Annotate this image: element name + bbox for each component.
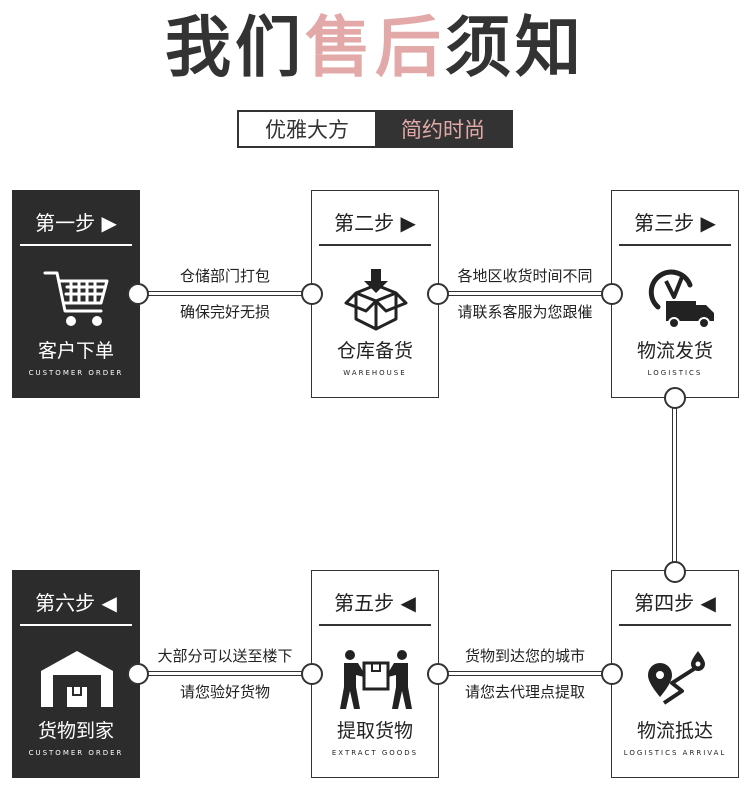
connector-4-top: 大部分可以送至楼下 — [157, 647, 293, 665]
connector-1-bottom: 确保完好无损 — [179, 303, 270, 321]
step-5-english: EXTRACT GOODS — [331, 749, 419, 757]
subtitle-banner: 优雅大方 简约时尚 — [237, 110, 513, 148]
connector-1-top: 仓储部门打包 — [179, 267, 270, 285]
step-1-box: 第一步 ▶ 客户下单 CUSTOMER ORDER — [12, 190, 140, 398]
step-3-label: 第三步 ▶ — [634, 211, 716, 235]
step-3-english: LOGISTICS — [647, 369, 703, 377]
step-5-name: 提取货物 — [336, 720, 413, 742]
connector-circle — [601, 283, 623, 305]
connector-circle — [427, 663, 449, 685]
step-2-label: 第二步 ▶ — [334, 211, 416, 235]
step-5-box: 第五步 ◀ 提取货物 EXTRACT GOODS — [311, 570, 439, 778]
step-3-box: 第三步 ▶ 物流发货 LOGISTICS — [611, 190, 739, 398]
subtitle-left: 优雅大方 — [239, 112, 375, 146]
title-part-1: 我们 — [165, 9, 305, 86]
step-3-divider — [619, 244, 731, 246]
connector-circle — [664, 387, 686, 409]
step-2-box: 第二步 ▶ 仓库备货 WAREHOUSE — [311, 190, 439, 398]
step-3-name: 物流发货 — [636, 340, 713, 362]
package-icon — [344, 269, 408, 331]
connector-circle — [127, 283, 149, 305]
garage-home-icon — [41, 651, 113, 707]
step-4-box: 第四步 ◀ 物流抵达 LOGISTICS ARRIVAL — [611, 570, 739, 778]
step-6-divider — [20, 624, 132, 626]
step-4-name: 物流抵达 — [636, 720, 713, 742]
connector-line-1 — [138, 291, 312, 296]
connector-line-2 — [438, 291, 612, 296]
connector-circle — [301, 663, 323, 685]
step-6-name: 货物到家 — [37, 720, 114, 742]
connector-circle — [601, 663, 623, 685]
step-6-label: 第六步 ◀ — [35, 591, 117, 615]
shopping-cart-icon — [43, 271, 109, 326]
connector-4-bottom: 请您验好货物 — [179, 683, 270, 701]
title-part-2: 售后 — [305, 9, 445, 86]
connector-line-vertical — [672, 398, 677, 572]
connector-2-top: 各地区收货时间不同 — [457, 267, 593, 285]
connector-line-3 — [438, 671, 612, 676]
step-5-label: 第五步 ◀ — [334, 591, 416, 615]
connector-circle — [427, 283, 449, 305]
step-4-divider — [619, 624, 731, 626]
step-1-label: 第一步 ▶ — [35, 211, 117, 235]
step-1-name: 客户下单 — [37, 340, 114, 362]
people-carrying-box-icon — [340, 650, 412, 709]
delivery-truck-icon — [648, 269, 714, 329]
connector-2-bottom: 请联系客服为您跟催 — [457, 303, 593, 321]
step-4-label: 第四步 ◀ — [634, 591, 716, 615]
page-title: 我们售后须知 — [0, 8, 750, 88]
step-2-name: 仓库备货 — [336, 340, 413, 362]
subtitle-right: 简约时尚 — [375, 112, 511, 146]
step-4-english: LOGISTICS ARRIVAL — [623, 749, 727, 757]
connector-3-bottom: 请您去代理点提取 — [464, 683, 585, 701]
connector-circle — [301, 283, 323, 305]
connector-line-4 — [138, 671, 312, 676]
step-1-english: CUSTOMER ORDER — [28, 369, 124, 377]
step-6-english: CUSTOMER ORDER — [28, 749, 124, 757]
location-pin-icon — [648, 651, 705, 705]
step-5-divider — [319, 624, 431, 626]
connector-circle — [127, 663, 149, 685]
connector-3-top: 货物到达您的城市 — [464, 647, 585, 665]
connector-circle — [664, 561, 686, 583]
step-6-box: 第六步 ◀ 货物到家 CUSTOMER ORDER — [12, 570, 140, 778]
step-1-divider — [20, 244, 132, 246]
step-2-english: WAREHOUSE — [343, 369, 407, 377]
title-part-3: 须知 — [445, 9, 585, 86]
step-2-divider — [319, 244, 431, 246]
